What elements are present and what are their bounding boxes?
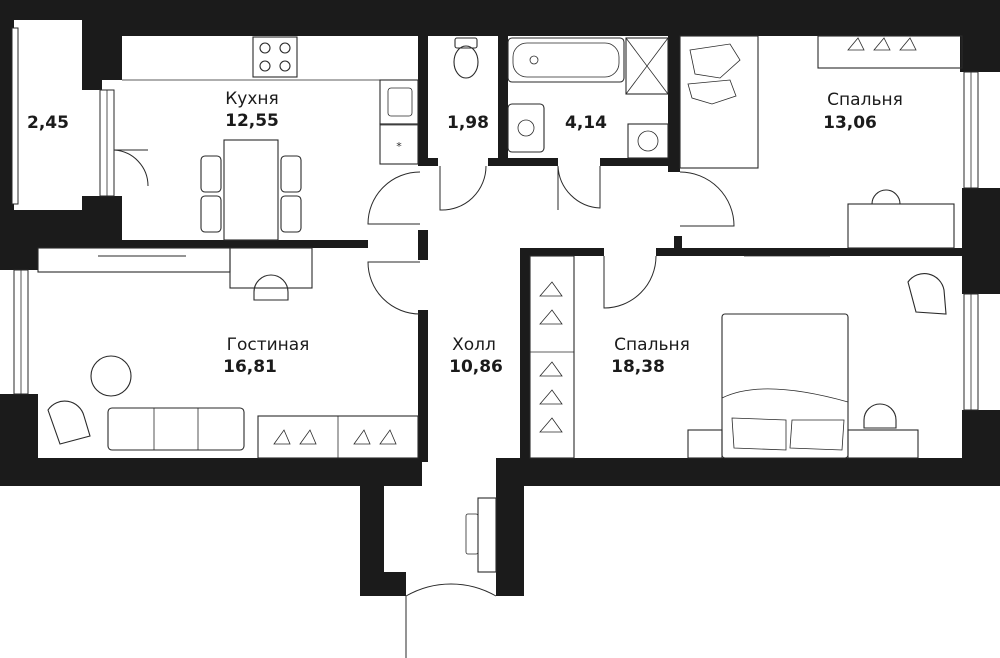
nightstand bbox=[687, 429, 723, 459]
bedroom-small-door bbox=[679, 171, 735, 227]
wall-hall-bedroom-top bbox=[520, 248, 604, 256]
wall-top-right bbox=[960, 0, 1000, 72]
wall-wc-bottom-r bbox=[488, 158, 508, 166]
kitchen-furniture: * bbox=[122, 36, 419, 241]
wardrobe bbox=[817, 35, 963, 69]
wall-bedroom-divider bbox=[656, 248, 962, 256]
bath-door bbox=[557, 165, 601, 210]
wall-living-hall-top bbox=[418, 246, 428, 258]
wc-door bbox=[439, 165, 487, 211]
wall-left-1 bbox=[0, 246, 38, 270]
windows bbox=[11, 27, 979, 658]
wall-bottom-right bbox=[496, 458, 1000, 486]
bedroom-large-name: Спальня bbox=[614, 335, 690, 355]
sofa bbox=[107, 407, 245, 451]
wall-kitchen-left-top bbox=[82, 36, 102, 90]
wall-bath-bedroom bbox=[668, 36, 680, 172]
room-labels: 2,45 Кухня 12,55 1,98 4,14 Спальня 13,06… bbox=[27, 89, 903, 377]
balcony-door bbox=[113, 149, 149, 187]
walls bbox=[0, 0, 1000, 596]
bath-sink bbox=[507, 103, 545, 153]
toilet-tank bbox=[454, 37, 478, 49]
washing-machine-box bbox=[625, 37, 669, 95]
wc-area: 1,98 bbox=[447, 113, 489, 133]
desk-chair bbox=[253, 274, 289, 301]
stove bbox=[252, 36, 298, 78]
tv-unit bbox=[37, 247, 231, 273]
hall-name: Холл bbox=[452, 335, 496, 355]
double-bed bbox=[721, 313, 849, 459]
svg-text:*: * bbox=[396, 140, 402, 153]
entrance-door bbox=[405, 583, 497, 658]
bedroom-small-name: Спальня bbox=[827, 90, 903, 110]
coffee-table bbox=[90, 355, 132, 397]
shoe-cabinet bbox=[477, 497, 497, 573]
doors bbox=[113, 149, 735, 658]
fridge bbox=[379, 123, 419, 165]
wall-entry-left-bottom bbox=[360, 572, 406, 596]
living-furniture bbox=[37, 247, 419, 459]
entrance-furniture bbox=[465, 497, 497, 573]
wall-hall-bedroom bbox=[520, 248, 530, 462]
wall-wc-bath bbox=[498, 36, 508, 164]
wall-wc-bottom-l bbox=[418, 158, 438, 166]
chair bbox=[280, 195, 302, 233]
wall-kitchen-living bbox=[38, 240, 368, 248]
bedroom-large-door bbox=[603, 255, 657, 309]
wall-bottom-living bbox=[0, 458, 422, 486]
wall-bedroom-door-jamb bbox=[674, 236, 682, 256]
bedroom-small-furniture bbox=[679, 35, 963, 249]
kitchen-area: 12,55 bbox=[225, 111, 279, 131]
wall-right-1 bbox=[962, 188, 1000, 294]
living-name: Гостиная bbox=[227, 335, 310, 355]
armchair bbox=[907, 273, 947, 315]
wall-bath-bottom-r bbox=[600, 158, 680, 166]
hall-area: 10,86 bbox=[449, 357, 503, 377]
kitchen-door bbox=[367, 171, 421, 225]
bathroom-furniture bbox=[507, 37, 669, 159]
desk-chair bbox=[871, 189, 901, 205]
bathtub bbox=[507, 37, 625, 83]
balcony-area: 2,45 bbox=[27, 113, 69, 133]
wall-top bbox=[82, 0, 962, 36]
desk bbox=[847, 429, 919, 459]
armchair bbox=[47, 400, 91, 445]
kitchen-name: Кухня bbox=[225, 89, 279, 109]
chair bbox=[200, 155, 222, 193]
window-balcony bbox=[11, 27, 19, 205]
dining-table bbox=[223, 139, 279, 241]
bedroom-large-area: 18,38 bbox=[611, 357, 665, 377]
wc-furniture bbox=[453, 37, 479, 79]
wall-right-2 bbox=[962, 410, 1000, 486]
bathroom-area: 4,14 bbox=[565, 113, 607, 133]
wall-balcony-left bbox=[0, 20, 14, 210]
bedroom-small-area: 13,06 bbox=[823, 113, 877, 133]
chair bbox=[200, 195, 222, 233]
wall-entry-right bbox=[496, 486, 524, 596]
wardrobe bbox=[529, 255, 575, 459]
toilet bbox=[453, 45, 479, 79]
bedroom-large-furniture bbox=[529, 255, 947, 459]
wall-bath-bottom-l bbox=[508, 158, 558, 166]
wall-living-hall bbox=[418, 310, 428, 462]
chair bbox=[280, 155, 302, 193]
washing-machine bbox=[627, 123, 669, 159]
wall-top-left bbox=[0, 0, 82, 20]
desk bbox=[847, 203, 955, 249]
wall-kitchen-hall bbox=[418, 230, 428, 260]
wall-kitchen-wc bbox=[418, 36, 428, 164]
desk bbox=[229, 247, 313, 289]
living-door bbox=[367, 261, 421, 315]
desk-chair bbox=[863, 403, 897, 429]
living-area: 16,81 bbox=[223, 357, 277, 377]
